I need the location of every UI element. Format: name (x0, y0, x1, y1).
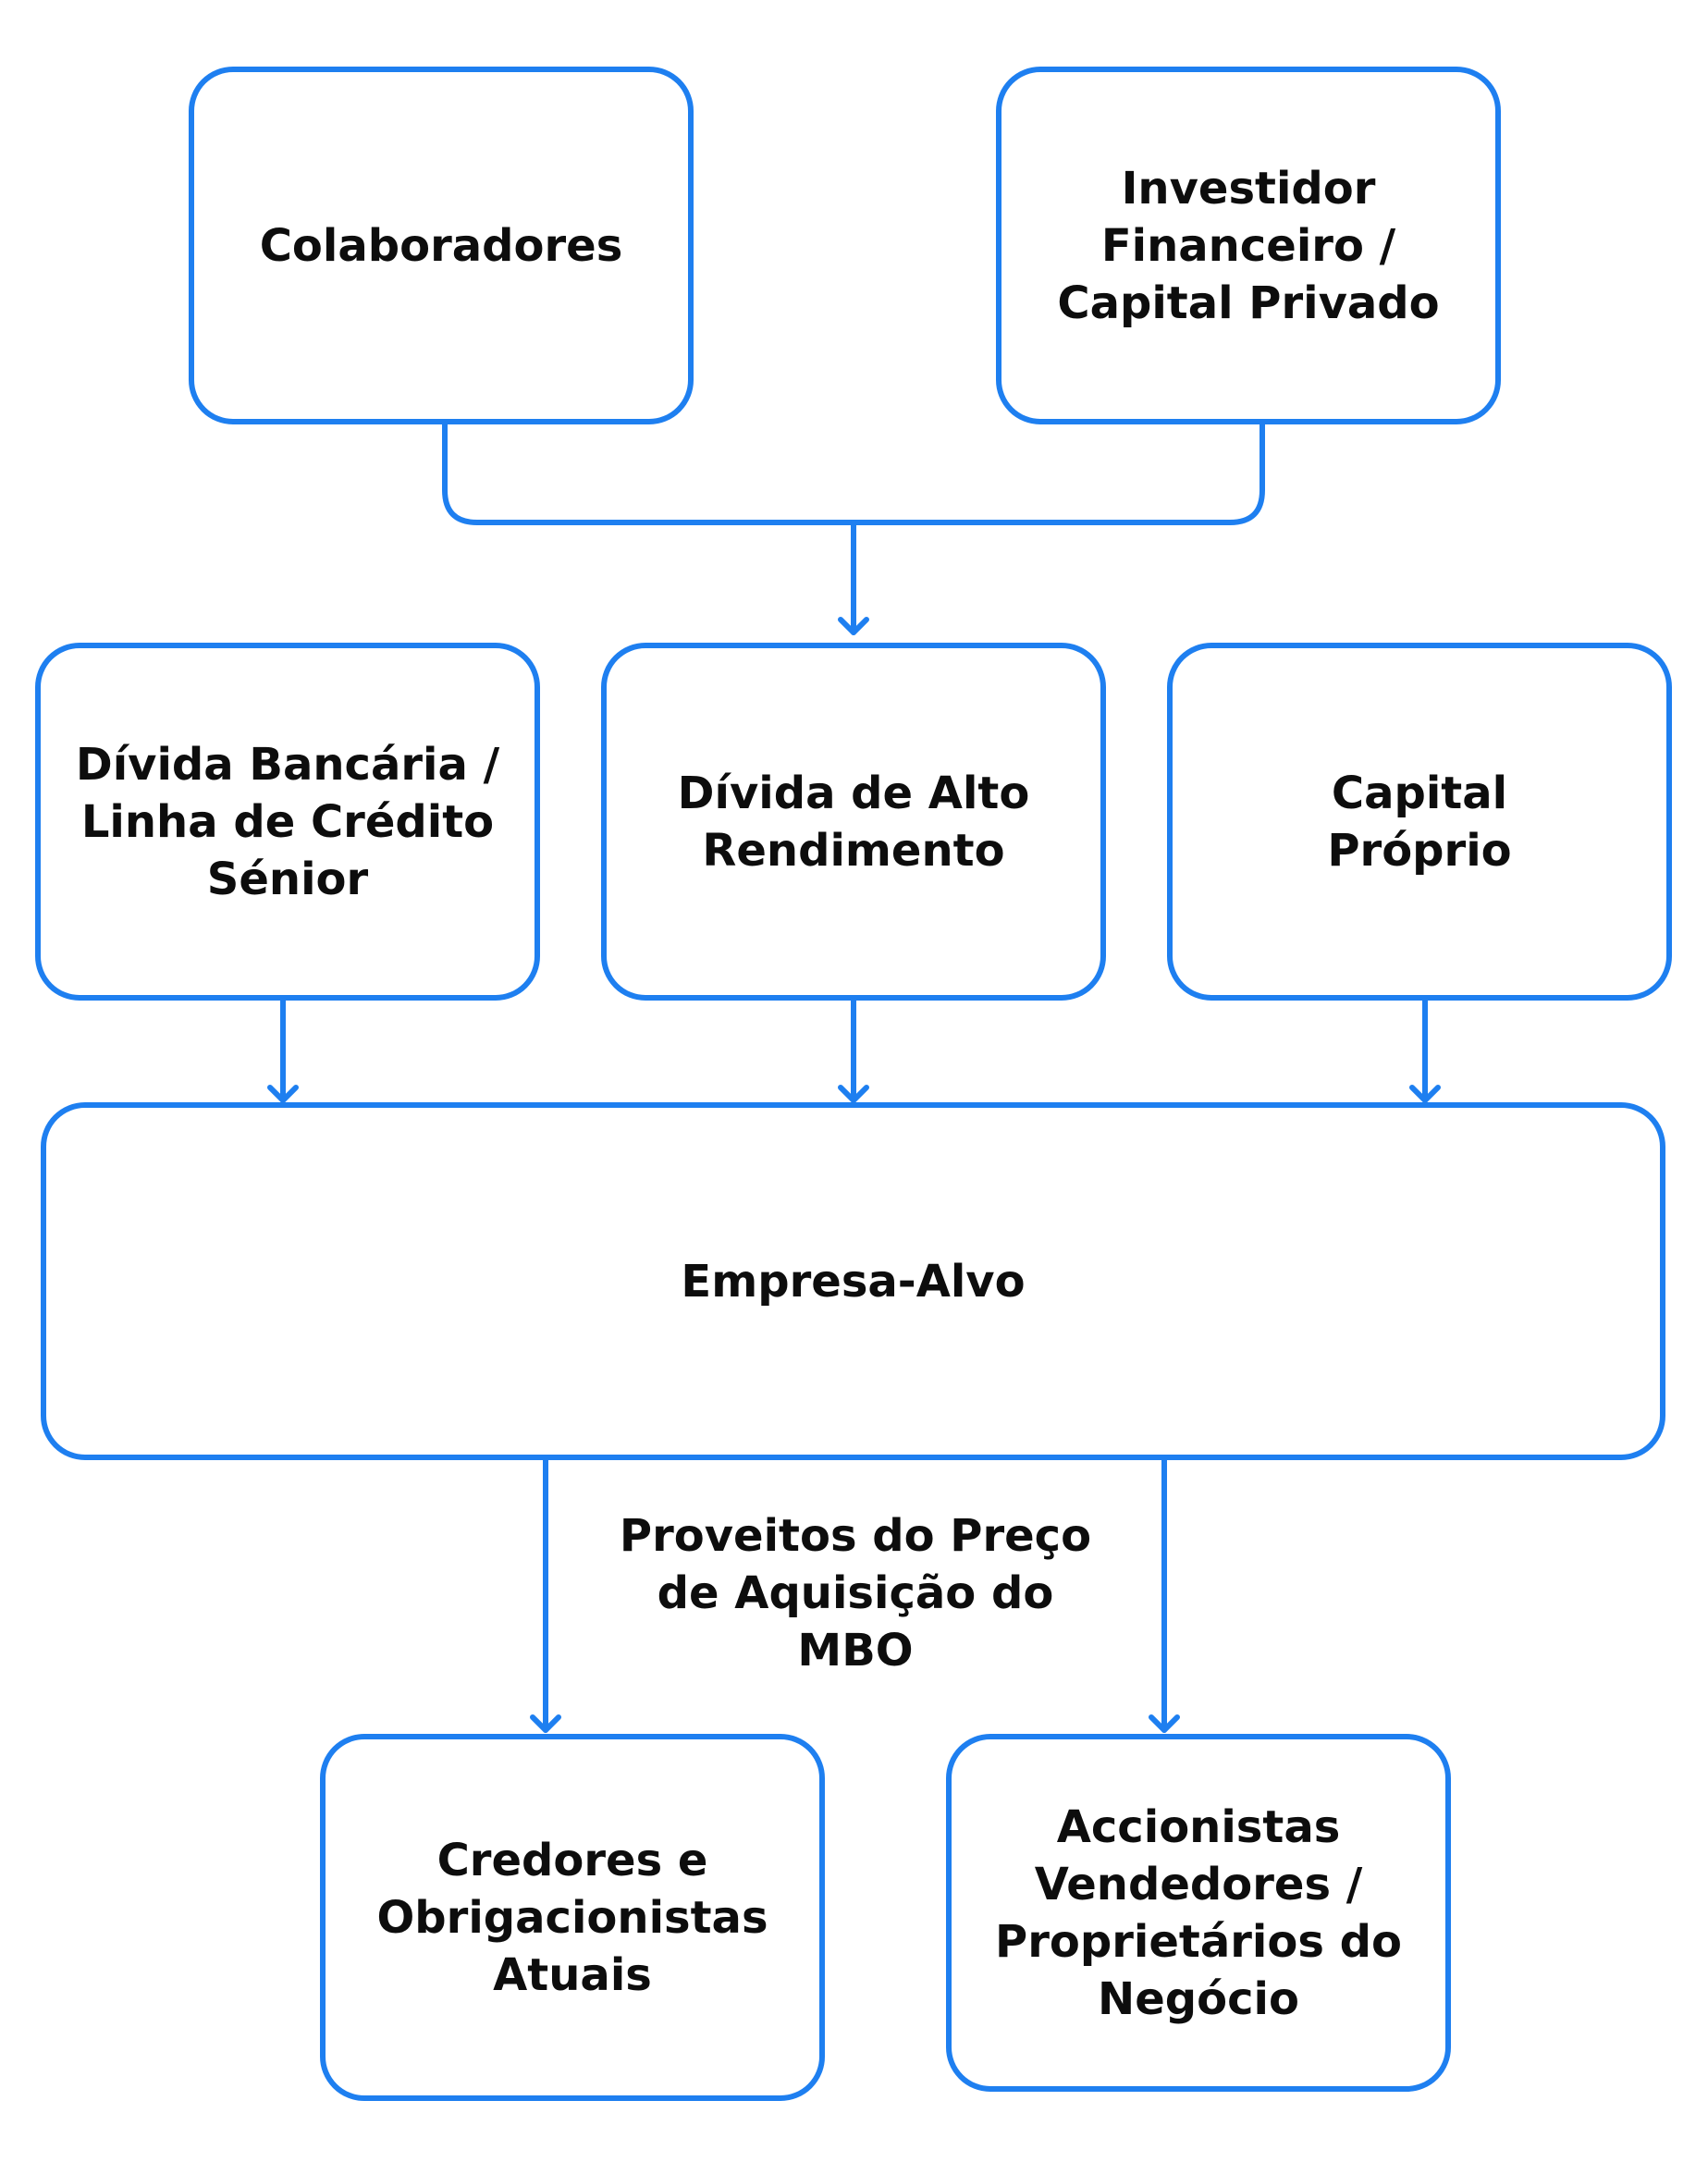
node-label: Capital Próprio (1327, 767, 1512, 877)
arrow-capital-proprio-head (1409, 1085, 1441, 1103)
node-accionistas: Accionistas Vendedores / Proprietários d… (946, 1734, 1451, 2092)
arrow-divida-bancaria-head (267, 1085, 299, 1103)
node-capital-proprio: Capital Próprio (1167, 643, 1672, 1001)
node-label: Colaboradores (259, 219, 623, 272)
merge-arrow-head (838, 617, 869, 635)
node-label: Credores e Obrigacionistas Atuais (376, 1834, 768, 2001)
arrow-credores-head (530, 1714, 561, 1733)
node-credores: Credores e Obrigacionistas Atuais (320, 1734, 825, 2101)
edge-label-proveitos: Proveitos do Preço de Aquisição do MBO (619, 1510, 1092, 1677)
arrow-accionistas-head (1149, 1714, 1180, 1733)
node-divida-bancaria: Dívida Bancária / Linha de Crédito Sénio… (35, 643, 540, 1001)
node-label: Dívida Bancária / Linha de Crédito Sénio… (75, 738, 500, 905)
node-empresa-alvo: Empresa-Alvo (41, 1102, 1665, 1460)
node-label: Empresa-Alvo (681, 1255, 1026, 1308)
node-investidor-financeiro: Investidor Financeiro / Capital Privado (996, 67, 1501, 424)
node-label: Accionistas Vendedores / Proprietários d… (995, 1800, 1402, 2025)
arrow-divida-alto-head (838, 1085, 869, 1103)
node-label: Investidor Financeiro / Capital Privado (1057, 162, 1440, 329)
node-colaboradores: Colaboradores (189, 67, 694, 424)
node-label: Dívida de Alto Rendimento (677, 767, 1030, 877)
node-divida-alto-rendimento: Dívida de Alto Rendimento (601, 643, 1106, 1001)
merge-connector (442, 422, 1265, 525)
